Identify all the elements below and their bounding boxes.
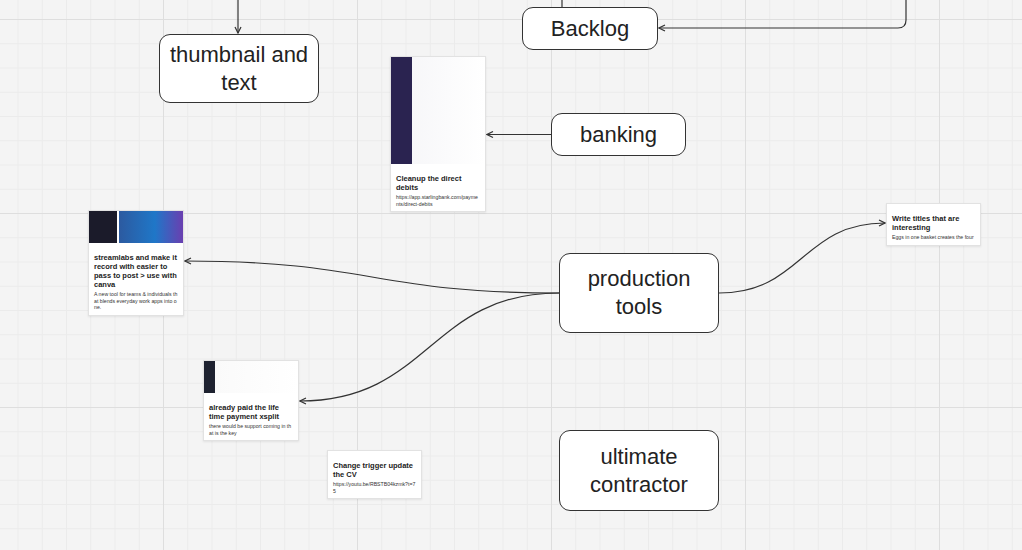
card-title: streamlabs and make it record with easie… [94,253,178,289]
link-card: already paid the life time payment xspli… [203,360,299,441]
card-text: there would be support coming in that is… [209,423,293,436]
card-text: https://youtu.be/RBSTB04kzmk?t=75 [333,481,416,494]
topic-box: ultimate contractor [559,430,719,511]
card-body: streamlabs and make it record with easie… [89,243,183,315]
topic-box: Backlog [522,7,658,50]
connector [300,293,559,401]
card-body: Change trigger update the CV https://yout… [328,451,421,498]
box-label: Backlog [551,15,629,43]
card-title: Cleanup the direct debits [396,174,480,192]
link-card: streamlabs and make it record with easie… [88,210,184,316]
card-text: A new tool for teams & individuals that … [94,291,178,311]
leader-line [237,0,238,33]
topic-box: production tools [559,253,719,333]
card-body: already paid the life time payment xspli… [204,393,298,440]
link-card: Write titles that are interestingEggs in… [886,203,981,246]
link-card: Cleanup the direct debits https://app.sta… [390,56,486,212]
connector [487,134,551,135]
card-body: Write titles that are interestingEggs in… [887,204,980,245]
card-thumbnail [89,211,183,243]
card-thumbnail [391,57,485,164]
box-label: banking [580,121,657,149]
leader-line [659,0,906,28]
topic-box: thumbnail and text [159,34,319,103]
card-text: https://app.starlingbank.com/payments/di… [396,194,480,207]
connector [185,261,559,293]
card-thumbnail [204,361,298,393]
card-title: Write titles that are interesting [892,214,975,232]
card-title: Change trigger update the CV [333,461,416,479]
card-title: already paid the life time payment xspli… [209,403,293,421]
box-label: ultimate contractor [566,443,712,499]
card-text: Eggs in one basket creates the four [892,234,975,241]
box-label: production tools [566,265,712,321]
topic-box: banking [551,113,686,156]
link-card: Change trigger update the CV https://yout… [327,450,422,499]
connector [719,223,885,293]
box-label: thumbnail and text [166,41,312,97]
card-body: Cleanup the direct debits https://app.sta… [391,164,485,211]
